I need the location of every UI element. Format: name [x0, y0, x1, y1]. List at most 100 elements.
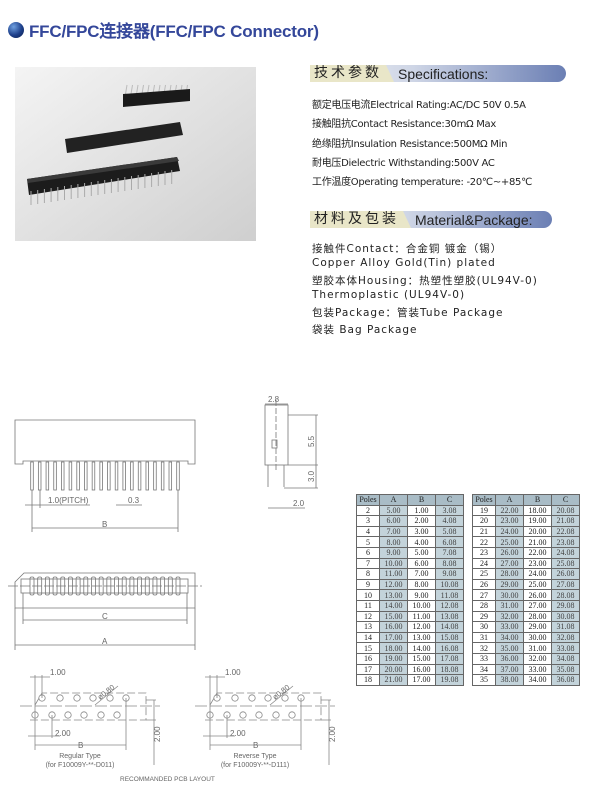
table-cell: 26.00: [495, 546, 524, 559]
table-cell: 3: [356, 515, 380, 527]
specifications-header-en: Specifications:: [398, 65, 489, 82]
table-cell: 13.08: [435, 610, 464, 623]
spec-line: 额定电压电流Electrical Rating:AC/DC 50V 0.5A: [312, 100, 526, 111]
table-cell: 34: [472, 663, 496, 676]
table-cell: 7.00: [379, 525, 408, 538]
table-cell: 35.08: [551, 663, 580, 676]
table-cell: 5.00: [407, 546, 436, 559]
table-cell: 29.08: [551, 599, 580, 612]
table-cell: 6.08: [435, 536, 464, 548]
table-cell: 10: [356, 589, 380, 601]
table-cell: 10.00: [379, 557, 408, 570]
table-cell: 3.00: [407, 525, 436, 538]
table-cell: 15: [356, 642, 380, 654]
table-cell: 16.00: [407, 663, 436, 676]
dim-b-label: B: [102, 520, 107, 529]
table-cell: 12.08: [435, 599, 464, 612]
spec-line: 耐电压Dielectric Withstanding:500V AC: [312, 157, 495, 169]
table-cell: 10.08: [435, 578, 464, 591]
table-cell: 11: [356, 599, 380, 612]
table-cell: 7: [356, 557, 380, 570]
page-title: FFC/FPC连接器(FFC/FPC Connector): [8, 17, 319, 42]
table-cell: 25.00: [495, 536, 524, 548]
pcb-part-label: (for F10009Y-**-D111): [221, 762, 289, 769]
table-cell: 27.08: [551, 578, 580, 591]
table-cell: 30.00: [523, 631, 552, 644]
table-cell: 26.08: [551, 568, 580, 580]
table-cell: 33.08: [551, 642, 580, 654]
table-cell: 29: [472, 610, 496, 623]
table-cell: 10.00: [407, 599, 436, 612]
specifications-header: 技术参数 Specifications:: [310, 65, 566, 82]
table-cell: 37.00: [495, 663, 524, 676]
side-view: 2.8 5.5 3.0 2.0: [264, 395, 318, 509]
table-cell: 19.08: [435, 674, 464, 686]
table-cell: 21: [472, 525, 496, 538]
specifications-header-cn: 技术参数: [310, 65, 394, 82]
material-header: 材料及包装 Material&Package:: [310, 211, 552, 228]
dim-a-label: A: [102, 637, 108, 646]
table-cell: 23.00: [495, 515, 524, 527]
table-cell: 22.00: [523, 546, 552, 559]
table-cell: 28.00: [495, 568, 524, 580]
table-cell: 13.00: [379, 589, 408, 601]
side-height-label: 5.5: [307, 435, 316, 447]
front-view: 1.0(PITCH) 0.3 B: [14, 419, 196, 532]
table-cell: 14.00: [379, 599, 408, 612]
table-cell: 30.00: [495, 589, 524, 601]
table-cell: 7.08: [435, 546, 464, 559]
column-header: A: [379, 494, 408, 506]
pcb-row-pitch-label: 2.00: [55, 729, 71, 738]
table-cell: 16: [356, 652, 380, 665]
table-cell: 9.00: [379, 546, 408, 559]
column-header: Poles: [356, 494, 380, 506]
table-cell: 16.00: [379, 621, 408, 633]
table-cell: 33.00: [495, 621, 524, 633]
table-cell: 21.08: [551, 515, 580, 527]
table-cell: 33: [472, 652, 496, 665]
table-cell: 22: [472, 536, 496, 548]
table-cell: 26: [472, 578, 496, 591]
table-cell: 27.00: [523, 599, 552, 612]
table-cell: 24.08: [551, 546, 580, 559]
table-cell: 6.00: [407, 557, 436, 570]
column-header: A: [495, 494, 524, 506]
pcb-type-label: Regular Type: [59, 753, 101, 760]
table-cell: 13.00: [407, 631, 436, 644]
table-cell: 32.00: [495, 610, 524, 623]
pcb-b-label: B: [78, 741, 83, 750]
table-cell: 8.00: [407, 578, 436, 591]
technical-drawing: 1.0(PITCH) 0.3 B 2.8 5.5 3.0 2.0 C A 1.0…: [8, 395, 337, 783]
table-cell: 20.00: [523, 525, 552, 538]
table-cell: 19: [472, 504, 496, 517]
table-cell: 17.00: [407, 674, 436, 686]
table-cell: 29.00: [523, 621, 552, 633]
table-cell: 20: [472, 515, 496, 527]
table-cell: 33.00: [523, 663, 552, 676]
table-cell: 9.08: [435, 568, 464, 580]
bullet-icon: [8, 21, 24, 38]
table-cell: 24.00: [523, 568, 552, 580]
pcb-part-label: (for F10009Y-**-D011): [46, 762, 115, 769]
table-cell: 34.08: [551, 652, 580, 665]
table-cell: 11.00: [407, 610, 436, 623]
table-cell: 8.08: [435, 557, 464, 570]
material-header-cn: 材料及包装: [310, 211, 411, 228]
table-cell: 31.00: [523, 642, 552, 654]
table-cell: 2.00: [407, 515, 436, 527]
spec-line: 工作温度Operating temperature: -20℃~+85℃: [312, 177, 533, 189]
table-cell: 19.00: [523, 515, 552, 527]
